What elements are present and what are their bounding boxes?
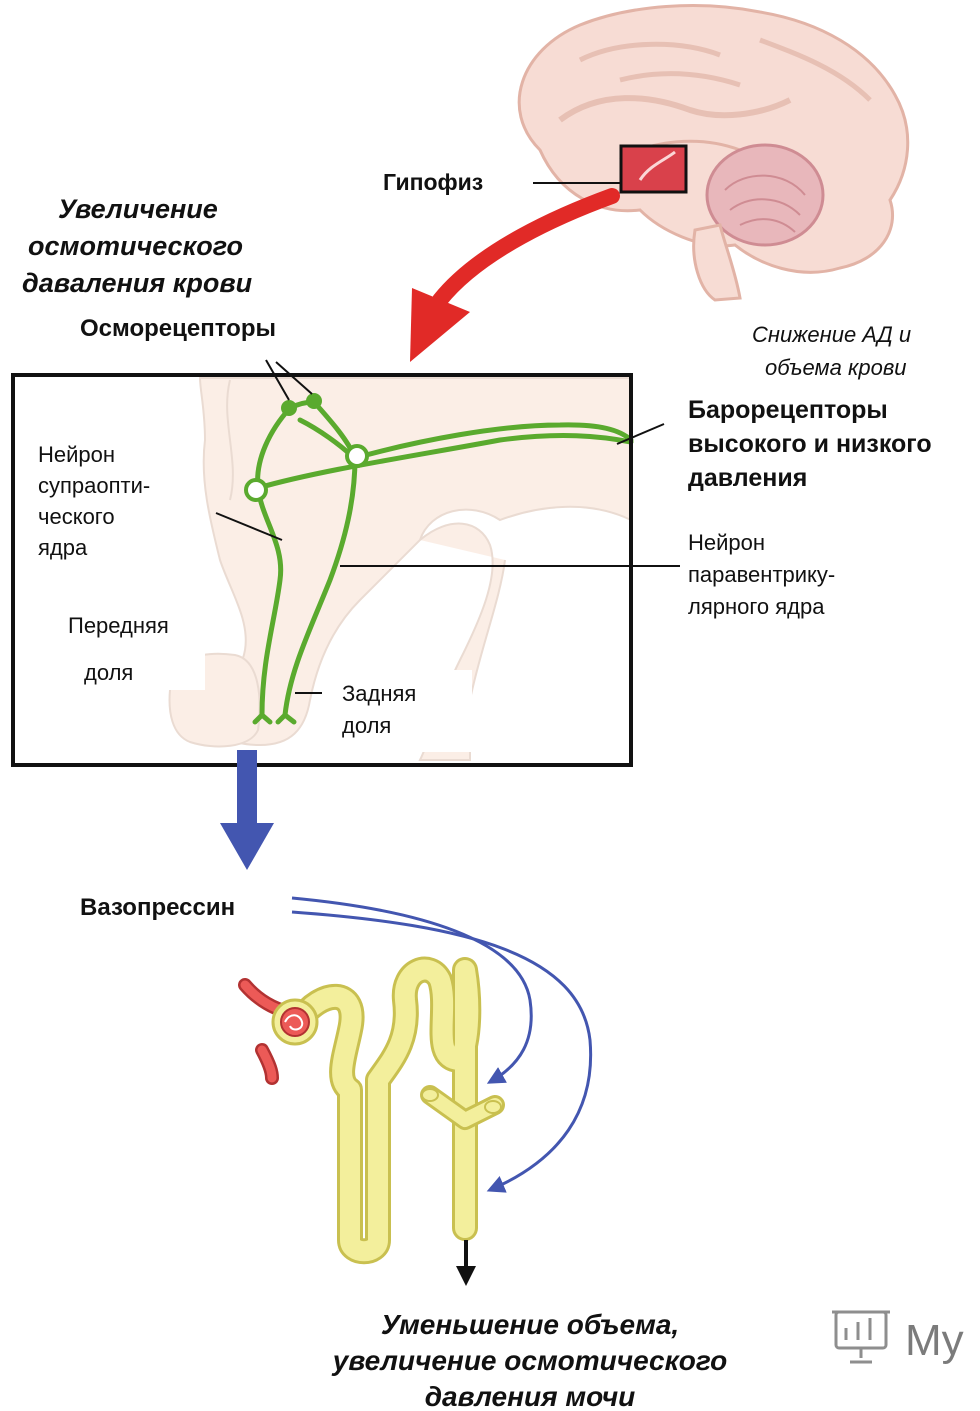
osmoreceptor-1 [281,400,297,416]
supraoptic-line-1: Нейрон [38,442,115,467]
decrease-bp-line-1: Снижение АД и [752,322,911,347]
baroreceptors-line-3: давления [688,464,807,492]
red-arrow [410,196,612,362]
baroreceptors-line-2: высокого и низкого [688,430,932,458]
posterior-lobe-line-1: Задняя [342,681,416,706]
result-caption: Уменьшение объема, увеличение осмотическ… [331,1309,727,1411]
hypophysis-label: Гипофиз [383,169,483,195]
blue-down-arrow [220,750,274,870]
paraventricular-line-3: лярного ядра [688,594,825,619]
supraoptic-line-3: ческого [38,504,115,529]
increase-osmotic-line-2: осмотического [28,231,243,261]
nephron-illustration [245,970,501,1252]
increase-osmotic-line-3: давaления крови [22,268,253,298]
pituitary-highlight-box [621,146,686,192]
paraventricular-soma [347,446,367,466]
increase-osmotic-caption: Увеличение осмотического давaления крови [22,194,253,298]
paraventricular-line-1: Нейрон [688,530,765,555]
result-line-3: давления мочи [425,1381,636,1411]
increase-osmotic-line-1: Увеличение [58,194,218,224]
watermark: My [832,1312,964,1365]
presentation-icon [832,1312,890,1362]
osmoreceptors-label: Осморецепторы [80,315,276,342]
watermark-text: My [905,1316,964,1365]
paraventricular-line-2: паравентрику- [688,562,835,587]
osmoreceptor-2 [306,393,322,409]
result-line-2: увеличение осмотического [331,1345,727,1376]
posterior-lobe-line-2: доля [342,713,391,738]
vasopressin-label: Вазопрессин [80,894,235,921]
result-line-1: Уменьшение объема, [381,1309,679,1340]
supraoptic-line-2: супраопти- [38,473,150,498]
brain-illustration [519,6,908,300]
cerebellum [707,145,823,245]
pituitary-inset: Нейрон супраопти- ческого ядра Передняя … [13,360,680,765]
anterior-lobe-line-1: Передняя [68,613,169,638]
baroreceptors-line-1: Барорецепторы [688,396,888,424]
supraoptic-line-4: ядра [38,535,88,560]
anterior-lobe-line-2: доля [84,660,133,685]
decrease-bp-line-2: объема крови [765,355,907,380]
supraoptic-soma [246,480,266,500]
